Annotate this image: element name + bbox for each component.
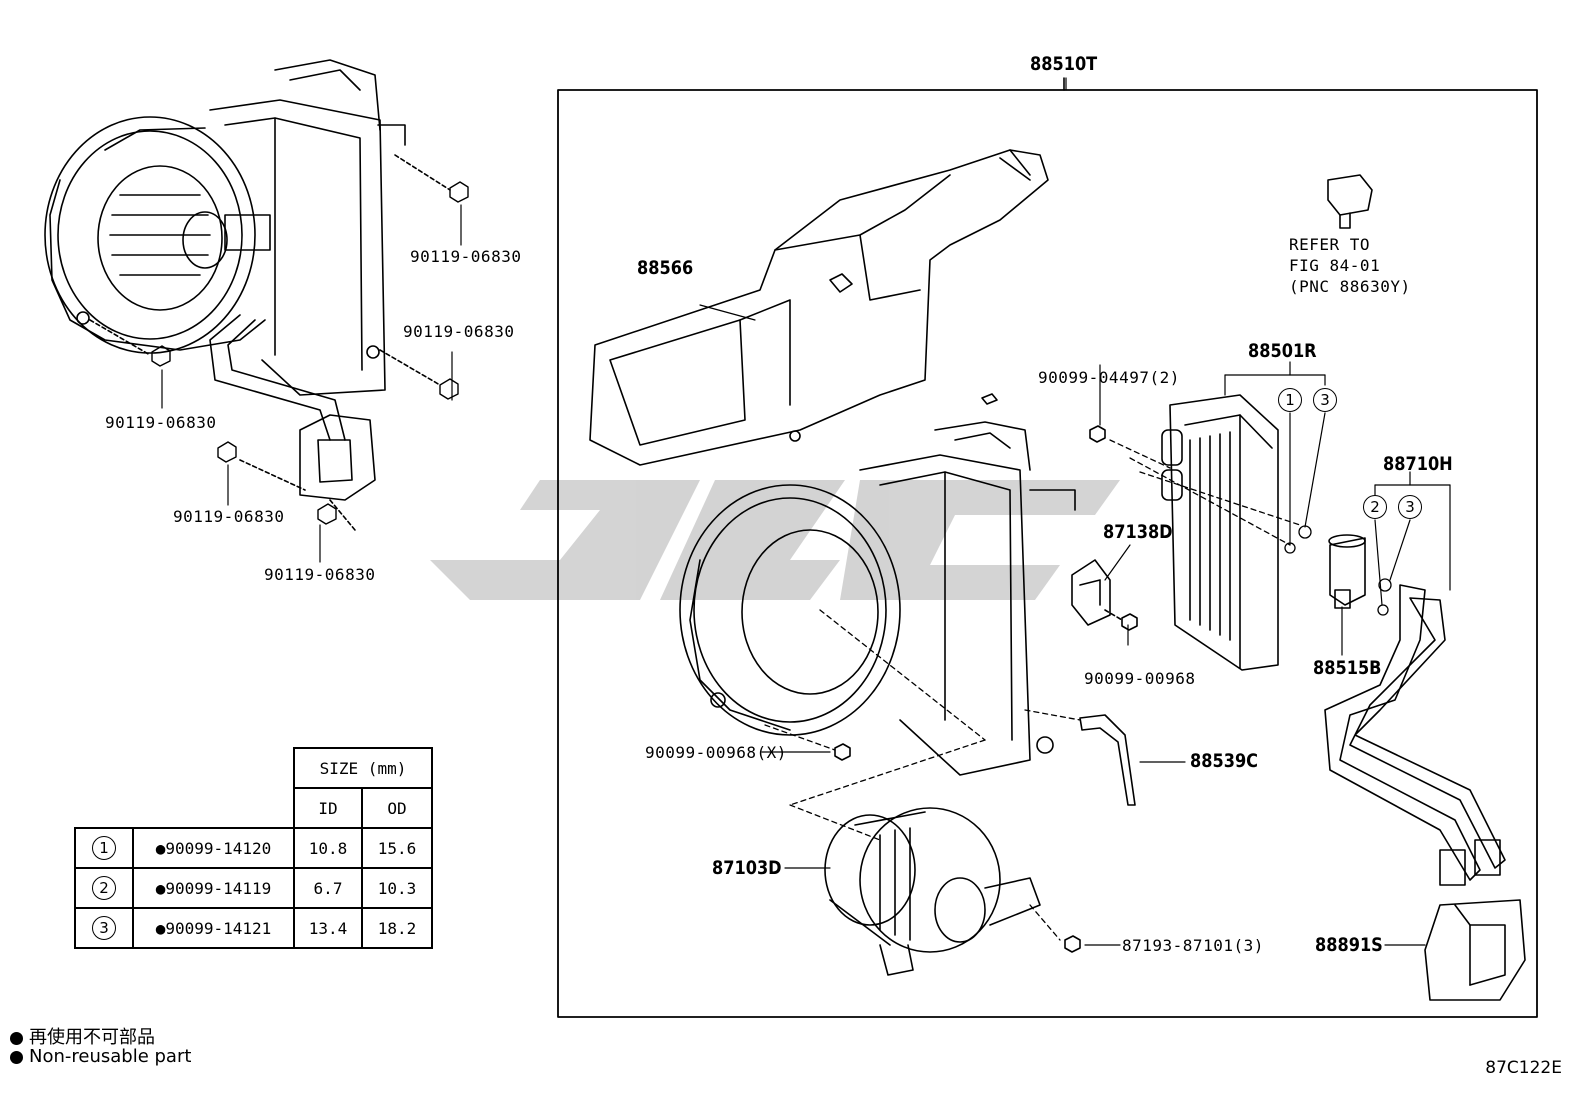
fastener-label-6: 90099-04497(2) xyxy=(1038,368,1180,387)
screw-90099-04497 xyxy=(1089,425,1106,443)
legend-japanese-text: 再使用不可部品 xyxy=(29,1027,155,1048)
legend-japanese: 再使用不可部品 xyxy=(10,1023,155,1049)
refer-line-2: FIG 84-01 xyxy=(1289,256,1381,275)
pipe-88710H xyxy=(1324,584,1506,886)
cover-88891S xyxy=(1424,899,1526,1001)
row-number: 2 xyxy=(92,876,116,900)
fastener-label-3: 90119-06830 xyxy=(105,413,217,432)
heater-core-88501R xyxy=(1161,394,1279,671)
row-part: ●90099-14120 xyxy=(132,827,295,869)
blower-case xyxy=(679,421,1076,776)
row-part: ●90099-14121 xyxy=(132,907,295,949)
resistor-87138D xyxy=(1071,559,1111,626)
label-brackets xyxy=(699,77,1451,946)
fastener-label-8: 90099-00968(X) xyxy=(645,743,787,762)
connector-88630Y xyxy=(1327,174,1373,229)
part-label-88539C: 88539C xyxy=(1190,750,1259,772)
bullet-icon xyxy=(10,1031,23,1045)
assembly-label: 88510T xyxy=(1030,53,1098,75)
row-id: 6.7 xyxy=(293,867,363,909)
gasket-size-table: SIZE (mm) ID OD 1 ●90099-14120 10.8 15.6… xyxy=(74,747,433,949)
row-part: ●90099-14119 xyxy=(132,867,295,909)
fastener-label-7: 90099-00968 xyxy=(1084,669,1196,688)
left-label-leaders xyxy=(161,204,462,563)
table-row: 3 ●90099-14121 13.4 18.2 xyxy=(74,907,433,949)
callout-2: 2 xyxy=(1363,495,1387,519)
part-label-88710H: 88710H xyxy=(1383,453,1453,475)
hose-88539C xyxy=(1079,714,1136,806)
row-number: 1 xyxy=(92,836,116,860)
watermark-logo xyxy=(430,480,1120,600)
screw-90099-00968 xyxy=(1121,613,1138,631)
part-label-87138D: 87138D xyxy=(1103,521,1173,543)
fastener-label-4: 90119-06830 xyxy=(173,507,285,526)
callout-3b: 3 xyxy=(1398,495,1422,519)
valve-88515B xyxy=(1328,534,1366,609)
part-label-88566: 88566 xyxy=(637,257,694,279)
part-label-87103D: 87103D xyxy=(712,857,782,879)
size-header: SIZE (mm) xyxy=(293,747,433,789)
part-label-88891S: 88891S xyxy=(1315,934,1383,956)
callout-1: 1 xyxy=(1278,388,1302,412)
bullet-icon xyxy=(10,1050,23,1064)
table-row: 1 ●90099-14120 10.8 15.6 xyxy=(74,827,433,869)
assembly-boundary xyxy=(557,89,1538,1018)
direction-mark xyxy=(981,393,998,405)
refer-line-3: (PNC 88630Y) xyxy=(1289,277,1411,296)
fastener-label-1: 90119-06830 xyxy=(410,247,522,266)
legend-english-text: Non-reusable part xyxy=(29,1046,192,1067)
refer-line-1: REFER TO xyxy=(1289,235,1371,254)
col-id: ID xyxy=(293,787,363,829)
part-label-88501R: 88501R xyxy=(1248,340,1317,362)
part-label-88515B: 88515B xyxy=(1313,657,1382,679)
left-bolts xyxy=(151,181,469,525)
table-row: 2 ●90099-14119 6.7 10.3 xyxy=(74,867,433,909)
legend-english: Non-reusable part xyxy=(10,1046,191,1067)
fastener-label-9: 87193-87101(3) xyxy=(1122,936,1264,955)
figure-code: 87C122E xyxy=(1485,1058,1562,1078)
row-od: 10.3 xyxy=(361,867,433,909)
row-od: 18.2 xyxy=(361,907,433,949)
col-od: OD xyxy=(361,787,433,829)
row-id: 13.4 xyxy=(293,907,363,949)
screw-87193 xyxy=(1064,935,1081,953)
duct-88566 xyxy=(589,149,1049,466)
screw-90099-00968X xyxy=(834,743,851,761)
left-leaders xyxy=(89,154,451,531)
fastener-label-2: 90119-06830 xyxy=(403,322,515,341)
callout-3a: 3 xyxy=(1313,388,1337,412)
blower-dashes xyxy=(764,609,1081,941)
row-od: 15.6 xyxy=(361,827,433,869)
fastener-label-5: 90119-06830 xyxy=(264,565,376,584)
blower-motor-87103D xyxy=(824,807,1041,976)
row-id: 10.8 xyxy=(293,827,363,869)
row-number: 3 xyxy=(92,916,116,940)
assembled-heater-unit xyxy=(44,59,406,501)
core-dashes xyxy=(1109,439,1301,546)
